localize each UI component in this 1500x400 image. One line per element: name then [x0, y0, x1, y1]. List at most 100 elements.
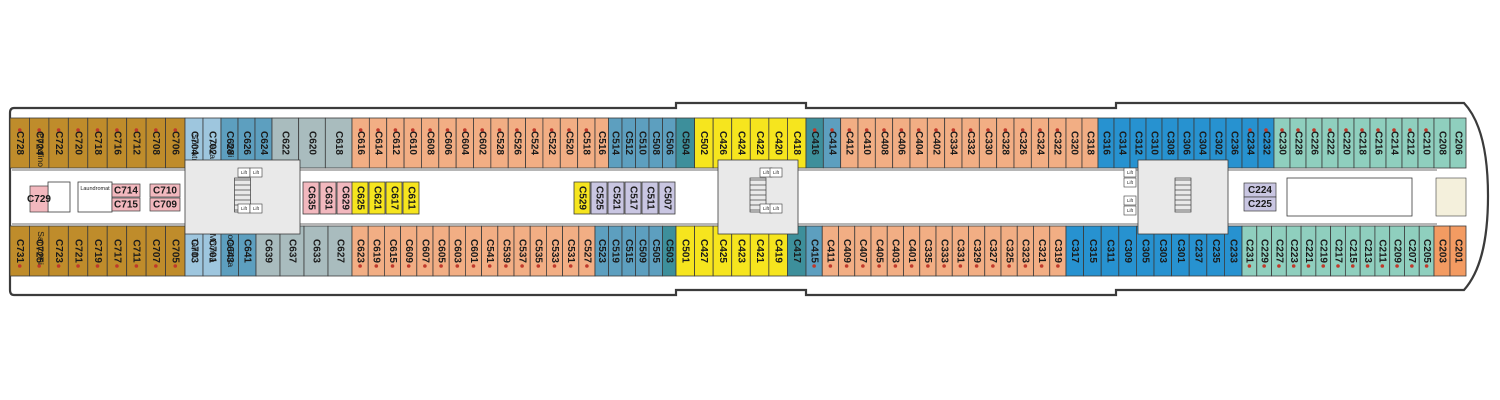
- cabin-c608[interactable]: C608: [421, 117, 440, 169]
- cabin-c604[interactable]: C604: [455, 117, 474, 169]
- cabin-c208[interactable]: C208: [1433, 117, 1451, 169]
- cabin-c722[interactable]: C722: [48, 117, 69, 169]
- cabin-c619[interactable]: C619: [367, 225, 385, 277]
- cabin-c517[interactable]: C517: [624, 181, 642, 215]
- cabin-c228[interactable]: C228: [1289, 117, 1307, 169]
- cabin-c522[interactable]: C522: [542, 117, 561, 169]
- cabin-c541[interactable]: C541: [481, 225, 499, 277]
- cabin-c635[interactable]: C635: [302, 181, 320, 215]
- cabin-c708[interactable]: C708: [145, 117, 166, 169]
- cabin-c605[interactable]: C605: [432, 225, 450, 277]
- cabin-c414[interactable]: C414: [822, 117, 842, 169]
- cabin-c402[interactable]: C402: [926, 117, 946, 169]
- cabin-c324[interactable]: C324: [1030, 117, 1050, 169]
- cabin-c319[interactable]: C319: [1049, 225, 1067, 277]
- cabin-c333[interactable]: C333: [935, 225, 953, 277]
- cabin-c503[interactable]: C503: [662, 225, 677, 277]
- cabin-c620[interactable]: C620: [298, 117, 326, 169]
- cabin-c326[interactable]: C326: [1013, 117, 1032, 169]
- cabin-c330[interactable]: C330: [978, 117, 998, 169]
- cabin-c223[interactable]: C223: [1285, 225, 1302, 277]
- cabin-c529[interactable]: C529: [573, 181, 591, 215]
- cabin-c218[interactable]: C218: [1353, 117, 1371, 169]
- cabin-c720[interactable]: C720: [67, 117, 89, 169]
- cabin-c205[interactable]: C205: [1418, 225, 1435, 277]
- cabin-c516[interactable]: C516: [594, 117, 609, 169]
- cabin-c710[interactable]: C710: [149, 183, 181, 198]
- cabin-c409[interactable]: C409: [838, 225, 856, 277]
- cabin-c227[interactable]: C227: [1271, 225, 1287, 277]
- cabin-c412[interactable]: C412: [840, 117, 859, 169]
- cabin-c212[interactable]: C212: [1401, 117, 1419, 169]
- cabin-c214[interactable]: C214: [1385, 117, 1403, 169]
- cabin-c209[interactable]: C209: [1389, 225, 1405, 277]
- cabin-c627[interactable]: C627: [327, 225, 353, 277]
- cabin-c213[interactable]: C213: [1359, 225, 1376, 277]
- cabin-c520[interactable]: C520: [559, 117, 579, 169]
- cabin-c415[interactable]: C415: [805, 225, 823, 277]
- cabin-c515[interactable]: C515: [621, 225, 636, 277]
- cabin-c317[interactable]: C317: [1065, 225, 1085, 277]
- cabin-c502[interactable]: C502: [694, 117, 714, 169]
- cabin-c512[interactable]: C512: [621, 117, 636, 169]
- cabin-c216[interactable]: C216: [1369, 117, 1387, 169]
- cabin-c614[interactable]: C614: [368, 117, 388, 169]
- cabin-c225[interactable]: C225: [1243, 196, 1277, 212]
- cabin-c309[interactable]: C309: [1118, 225, 1137, 277]
- cabin-c606[interactable]: C606: [438, 117, 457, 169]
- cabin-c711[interactable]: C711: [126, 225, 147, 277]
- cabin-c712[interactable]: C712: [126, 117, 147, 169]
- cabin-c410[interactable]: C410: [857, 117, 876, 169]
- cabin-c716[interactable]: C716: [106, 117, 128, 169]
- cabin-c535[interactable]: C535: [529, 225, 547, 277]
- cabin-c623[interactable]: C623: [351, 225, 369, 277]
- cabin-c331[interactable]: C331: [951, 225, 969, 277]
- cabin-c332[interactable]: C332: [961, 117, 980, 169]
- cabin-c404[interactable]: C404: [909, 117, 928, 169]
- cabin-c601[interactable]: C601: [464, 225, 482, 277]
- cabin-c229[interactable]: C229: [1256, 225, 1272, 277]
- cabin-c427[interactable]: C427: [694, 225, 714, 277]
- cabin-c721[interactable]: C721: [67, 225, 89, 277]
- cabin-c625[interactable]: C625: [351, 181, 369, 215]
- cabin-c631[interactable]: C631: [319, 181, 337, 215]
- cabin-c329[interactable]: C329: [968, 225, 986, 277]
- cabin-c521[interactable]: C521: [607, 181, 625, 215]
- cabin-c321[interactable]: C321: [1033, 225, 1051, 277]
- cabin-c617[interactable]: C617: [385, 181, 403, 215]
- cabin-c203[interactable]: C203: [1433, 225, 1451, 277]
- cabin-c416[interactable]: C416: [805, 117, 824, 169]
- cabin-c603[interactable]: C603: [448, 225, 466, 277]
- cabin-c222[interactable]: C222: [1321, 117, 1339, 169]
- cabin-c621[interactable]: C621: [368, 181, 386, 215]
- cabin-c715[interactable]: C715: [111, 197, 141, 212]
- cabin-c539[interactable]: C539: [497, 225, 515, 277]
- cabin-c207[interactable]: C207: [1404, 225, 1420, 277]
- cabin-c508[interactable]: C508: [648, 117, 663, 169]
- cabin-c322[interactable]: C322: [1048, 117, 1067, 169]
- cabin-c314[interactable]: C314: [1113, 117, 1131, 169]
- cabin-c507[interactable]: C507: [658, 181, 676, 215]
- cabin-c723[interactable]: C723: [48, 225, 69, 277]
- cabin-c531[interactable]: C531: [562, 225, 580, 277]
- cabin-c232[interactable]: C232: [1257, 117, 1275, 169]
- cabin-c523[interactable]: C523: [594, 225, 609, 277]
- cabin-c731[interactable]: C731: [9, 225, 30, 277]
- cabin-c633[interactable]: C633: [303, 225, 329, 277]
- cabin-c729[interactable]: C729: [27, 185, 51, 213]
- cabin-c406[interactable]: C406: [892, 117, 911, 169]
- cabin-c610[interactable]: C610: [403, 117, 422, 169]
- cabin-c234[interactable]: C234: [1241, 117, 1259, 169]
- cabin-c616[interactable]: C616: [351, 117, 370, 169]
- cabin-c607[interactable]: C607: [416, 225, 434, 277]
- cabin-c629[interactable]: C629: [336, 181, 354, 215]
- cabin-c224[interactable]: C224: [1243, 182, 1277, 198]
- cabin-c217[interactable]: C217: [1330, 225, 1346, 277]
- cabin-c709[interactable]: C709: [149, 197, 181, 212]
- cabin-c325[interactable]: C325: [1000, 225, 1018, 277]
- cabin-c334[interactable]: C334: [944, 117, 963, 169]
- cabin-c719[interactable]: C719: [87, 225, 108, 277]
- cabin-c201[interactable]: C201: [1449, 225, 1467, 277]
- cabin-c403[interactable]: C403: [886, 225, 904, 277]
- cabin-c315[interactable]: C315: [1083, 225, 1102, 277]
